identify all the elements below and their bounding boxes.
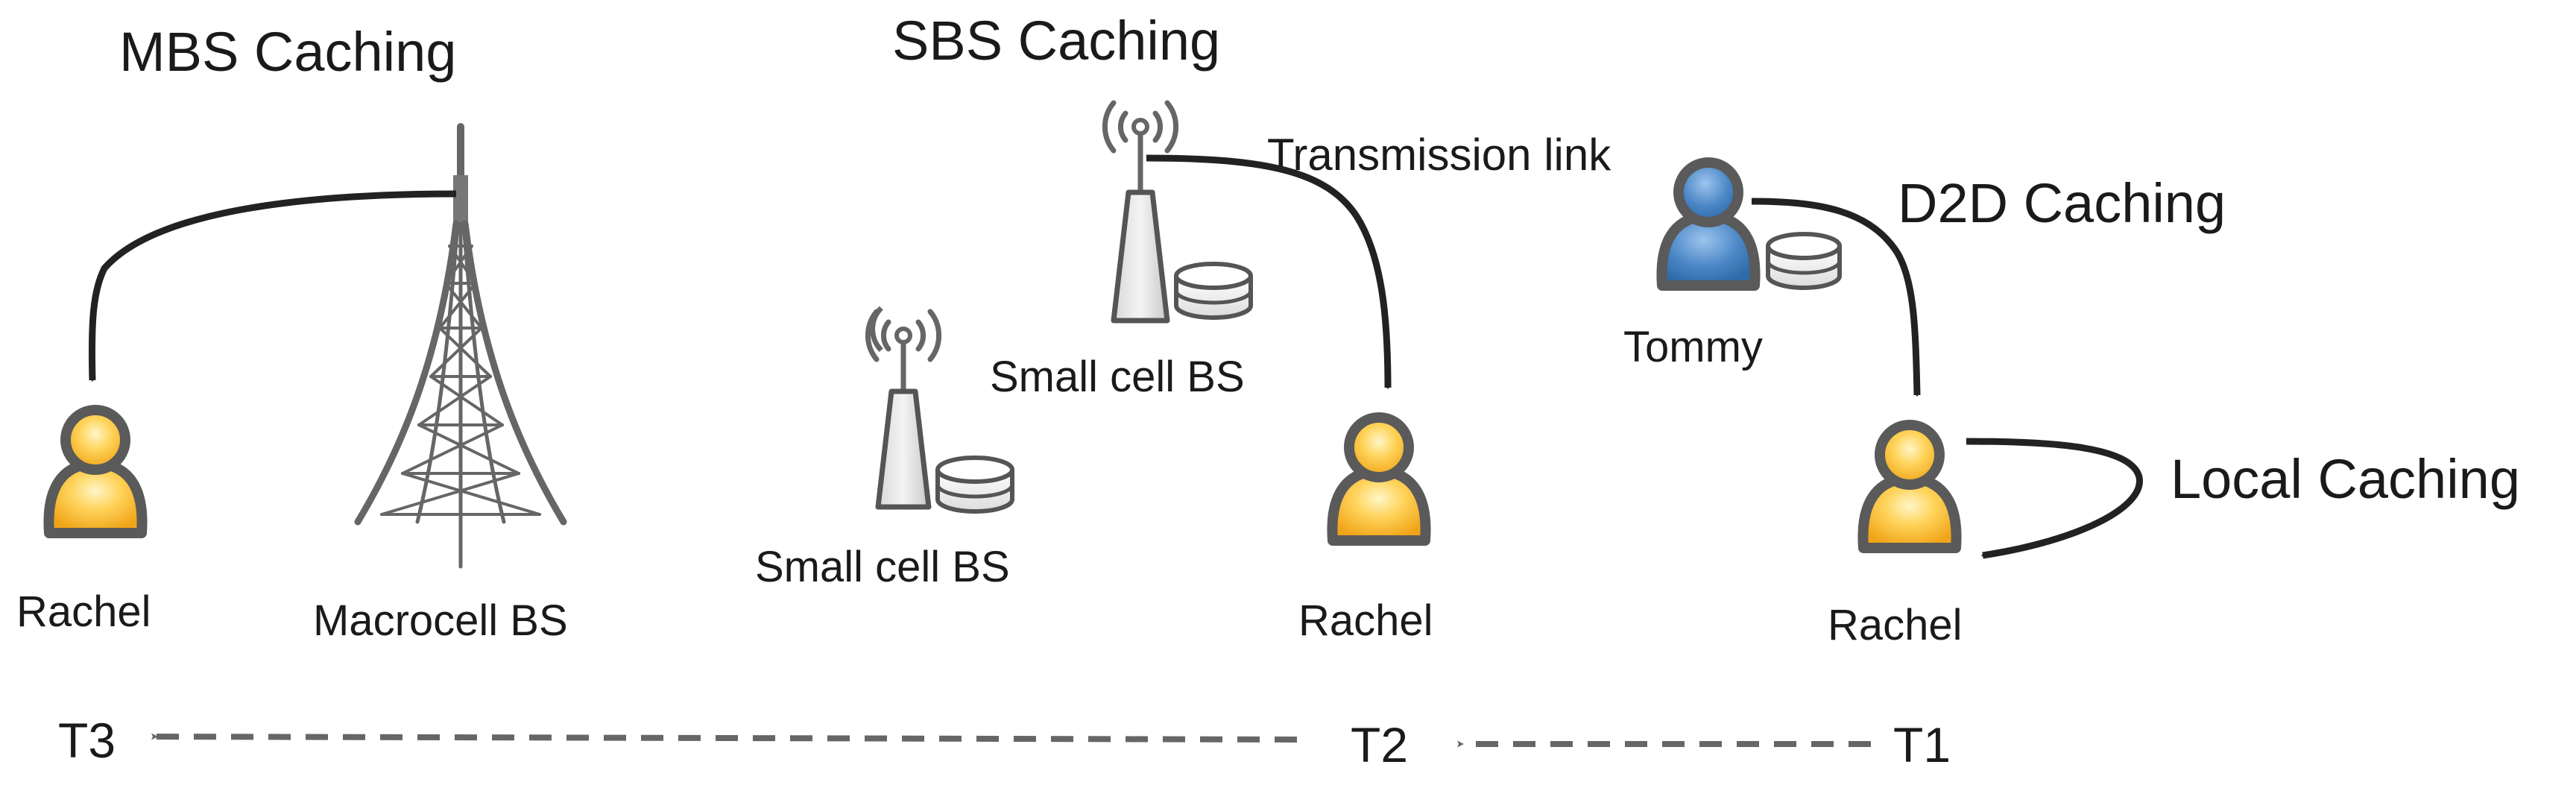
rachel-user-icon [1863, 425, 1956, 548]
rachel-user-icon [1332, 417, 1425, 541]
mbs-transmission-arrow [88, 190, 457, 382]
transmission-link-label: Transmission link [1267, 130, 1611, 180]
timeline-t1-label: T1 [1893, 717, 1951, 772]
sbs-caching-title: SBS Caching [892, 10, 1220, 72]
sbs-transmission-arrow [1146, 154, 1392, 390]
small-cell-bs-top-icon [1102, 100, 1253, 324]
timeline-arrow-t2-t3 [151, 733, 1298, 743]
small-cell-bs-left-icon [865, 306, 1014, 514]
timeline-t3-label: T3 [58, 713, 116, 768]
rachel-user-icon [48, 410, 142, 533]
local-caching-arrow [1966, 438, 2143, 559]
timeline-t2-label: T2 [1351, 717, 1408, 772]
rachel-sbs-label: Rachel [1298, 596, 1433, 645]
local-caching-title: Local Caching [2171, 448, 2520, 510]
small-cell-bs-left-label: Small cell BS [755, 543, 1010, 591]
tommy-user-icon [1661, 163, 1755, 286]
rachel-local-label: Rachel [1828, 601, 1963, 649]
cache-storage-icon [1766, 232, 1842, 290]
d2d-transmission-arrow [1751, 198, 1921, 397]
d2d-caching-title: D2D Caching [1898, 172, 2226, 234]
mbs-caching-title: MBS Caching [119, 21, 456, 83]
cache-storage-icon [1174, 262, 1253, 320]
macrocell-tower-icon [354, 123, 567, 569]
small-cell-bs-top-label: Small cell BS [990, 353, 1245, 401]
rachel-mbs-label: Rachel [16, 587, 151, 636]
tommy-label: Tommy [1623, 323, 1763, 371]
macrocell-bs-label: Macrocell BS [313, 596, 568, 645]
cache-storage-icon [935, 456, 1014, 514]
